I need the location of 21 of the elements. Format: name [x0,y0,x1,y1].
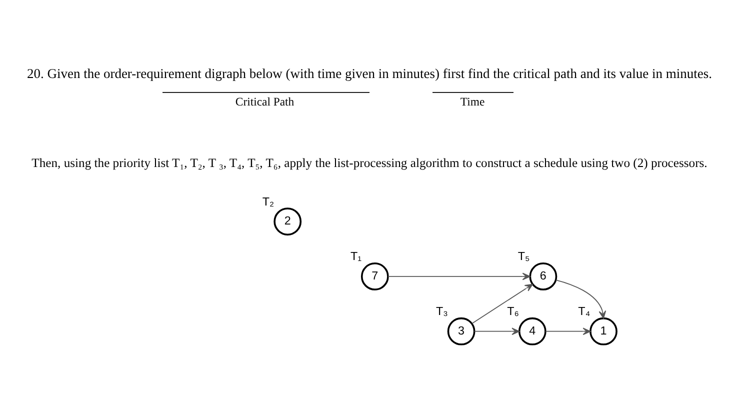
arrow [474,327,520,335]
node-circle: 2 [274,207,302,235]
label: Then, using the priority list T₁, T₂, T ₃, T₄, T₅, T₆, apply the list-processing algorithm to construct a schedule using two (2) processors. [32,155,708,170]
arrow [556,279,606,318]
label: Time [460,94,485,108]
node-circle: 3 [447,316,476,345]
diagram-title: 20. Given the order-requirement digraph below (with time given in minutes) first find the critical path and its value in minutes. [26,66,712,80]
node-circle: 7 [360,262,389,290]
arrow [388,272,530,280]
node-label: T₃ [436,304,448,318]
node-label: T₁ [350,250,362,263]
node-circle: 1 [590,316,618,345]
arrow [545,327,591,335]
node-circle: 6 [529,262,558,290]
node-label: T₅ [518,250,530,263]
node-label: T₄ [578,304,590,318]
node-label: T₆ [507,304,519,318]
label: Critical Path [235,94,294,108]
arrow [472,283,533,324]
node-label: T₂ [262,194,274,208]
node-circle: 4 [518,316,546,345]
